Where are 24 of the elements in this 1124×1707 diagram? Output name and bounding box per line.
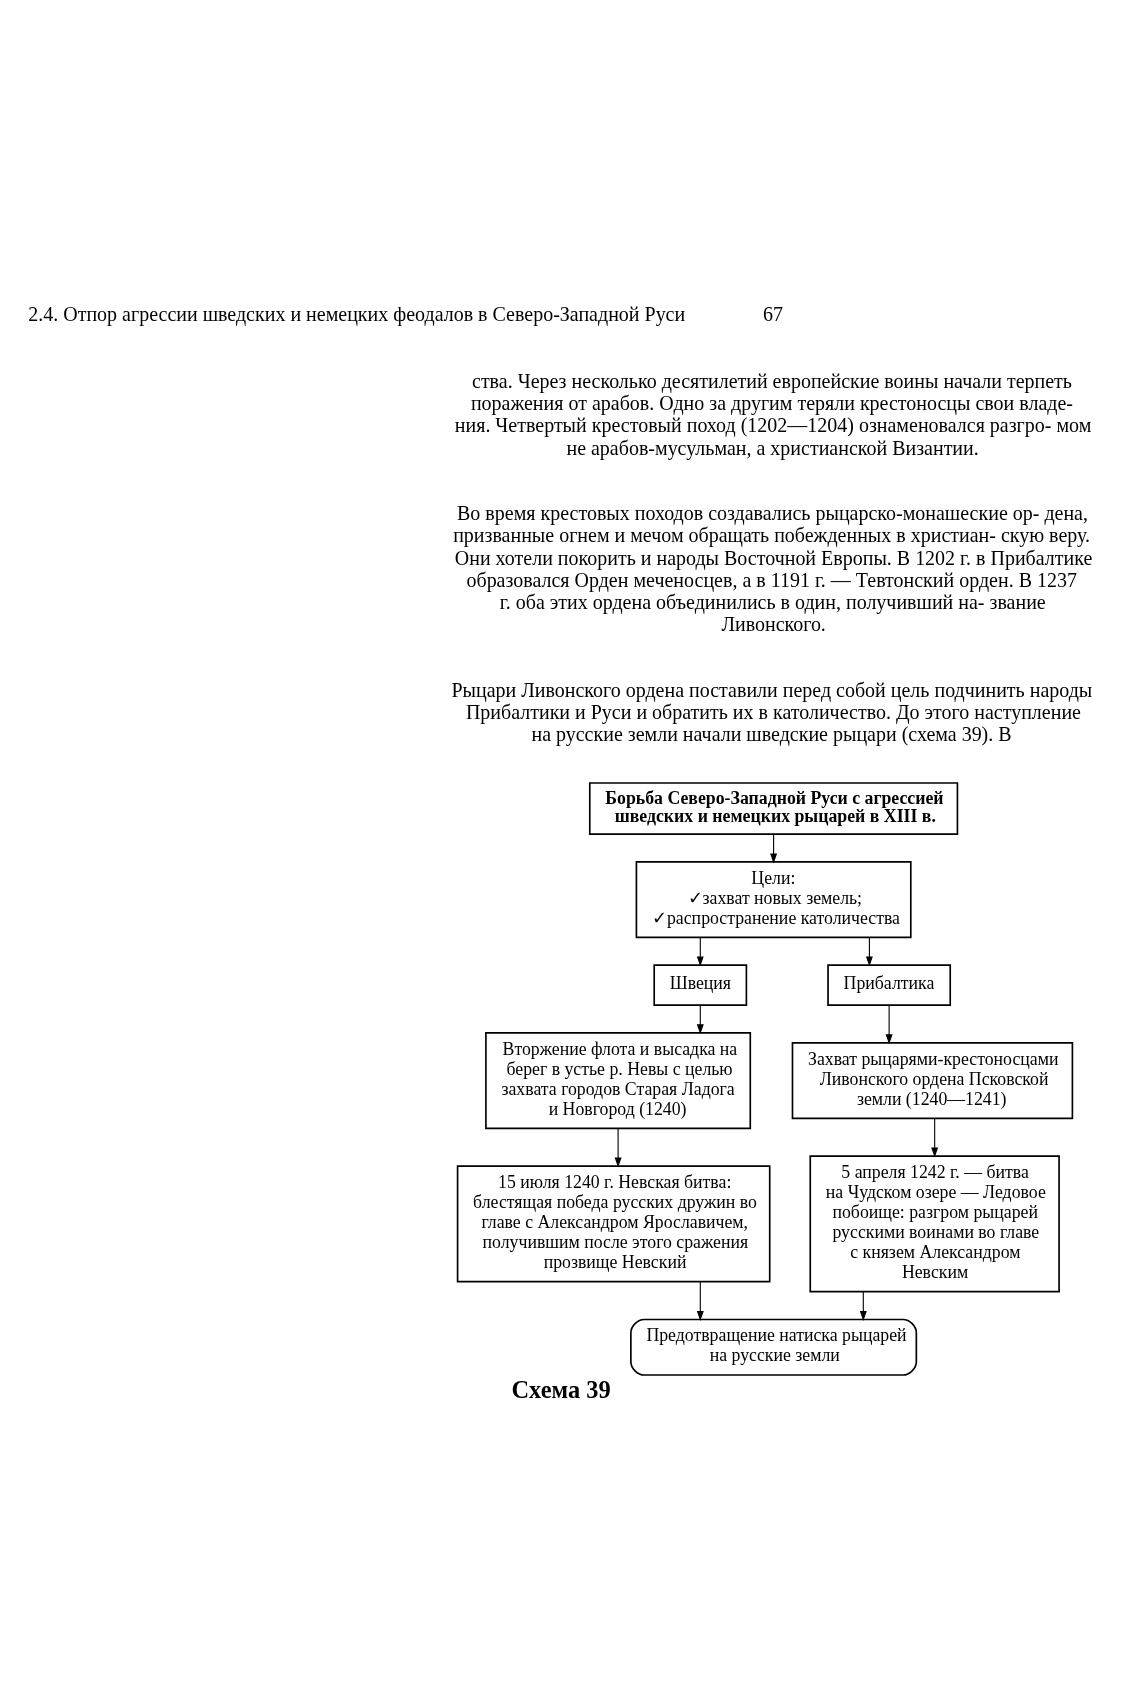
label: 2.4. Отпор агрессии шведских и немецких феодалов в Северо-Западной Руси bbox=[28, 303, 686, 326]
node-box: Борьба Северо-Западной Руси с агрессией шведских и немецких рыцарей в XIII в. bbox=[588, 782, 959, 835]
label: ства. Через несколько десятилетий европейские воины начали терпеть поражения от арабов. Одно за другим теряли крестоносцы свои владе- ния. Четвертый крестовый поход (1202—1204) ознаменовался разгро- мом не арабов-мусульман, а христианской Византии. bbox=[454, 369, 1092, 459]
arrow bbox=[865, 937, 873, 967]
arrow bbox=[614, 1128, 622, 1168]
node-box: 15 июля 1240 г. Невская битва: блестящая победа русских дружин во главе с Александром Ярославичем, получившим после этого сражения прозвище Невский bbox=[456, 1165, 771, 1283]
node-box: Предотвращение натиска рыцарей на русские земли bbox=[630, 1318, 918, 1376]
arrow bbox=[696, 1281, 704, 1321]
arrow bbox=[885, 1004, 893, 1045]
caption: Схема 39 bbox=[511, 1375, 611, 1403]
label: Рыцари Ливонского ордена поставили перед собой цель подчинить народы Прибалтики и Руси и обратить их в католичество. До этого наступление на русские земли начали шведские рыцари (схема 39). В bbox=[451, 678, 1093, 746]
node-box: 5 апреля 1242 г. — битва на Чудском озере — Ледовое побоище: разгром рыцарей русскими воинами во главе с князем Александром Невским bbox=[809, 1155, 1060, 1293]
label: Во время крестовых походов создавались рыцарско-монашеские ор- дена, призванные огнем и мечом обращать побежденных в христиан- скую веру. Они хотели покорить и народы Восточной Европы. В 1202 г. в Прибалтике образовался Орден меченосцев, а в 1191 г. — Тевтонский орден. В 1237 г. оба этих ордена объединились в один, получивший на- звание Ливонского. bbox=[453, 502, 1093, 636]
arrow bbox=[859, 1291, 867, 1321]
arrow bbox=[696, 1004, 704, 1035]
arrow bbox=[931, 1118, 939, 1158]
arrow bbox=[770, 833, 778, 864]
node-box: Прибалтика bbox=[827, 964, 952, 1006]
node-box: Захват рыцарями-крестоносцами Ливонского ордена Псковской земли (1240—1241) bbox=[791, 1042, 1074, 1120]
node-box: Цели: ✓захват новых земель; ✓распространение католичества bbox=[635, 861, 912, 939]
node-box: Вторжение флота и высадка на берег в устье р. Невы с целью захвата городов Старая Ладога и Новгород (1240) bbox=[485, 1032, 752, 1130]
label: 67 bbox=[763, 303, 784, 326]
arrow bbox=[696, 937, 704, 967]
node-box: Швеция bbox=[653, 964, 748, 1006]
